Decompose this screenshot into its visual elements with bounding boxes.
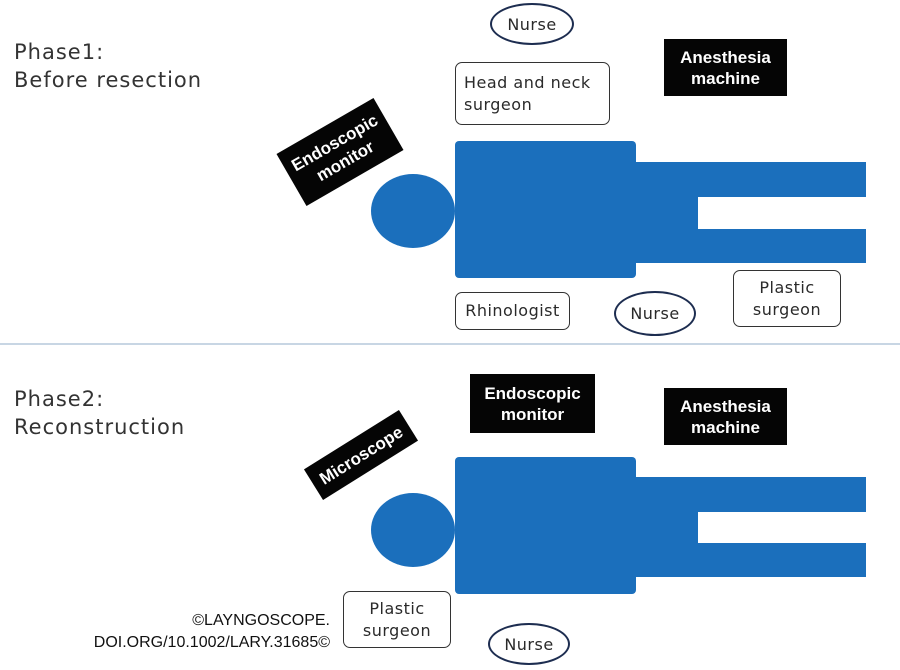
patient-hip [630, 190, 698, 235]
rhinologist-text: Rhinologist [465, 301, 560, 320]
head-neck-surgeon-label: Head and neck surgeon [455, 62, 610, 125]
plastic-surgeon-label: Plastic surgeon [733, 270, 841, 327]
copyright-notice: ©LAYNGOSCOPE. DOI.ORG/10.1002/LARY.31685… [0, 610, 330, 654]
plastic-surgeon-line1: Plastic [369, 598, 425, 618]
nurse-label: Nurse [488, 623, 570, 665]
phase2-panel: Phase2: Reconstruction Endoscopic monito… [0, 345, 900, 670]
rhinologist-label: Rhinologist [455, 292, 570, 330]
anesthesia-machine-box: Anesthesia machine [664, 388, 787, 445]
phase2-title-line1: Phase2: [14, 387, 105, 411]
patient-torso [455, 457, 636, 594]
patient-head [371, 493, 455, 567]
plastic-surgeon-line2: surgeon [362, 620, 432, 640]
phase2-title: Phase2: Reconstruction [14, 385, 185, 441]
phase1-title-line2: Before resection [14, 68, 203, 92]
copyright-line1: ©LAYNGOSCOPE. [192, 612, 330, 629]
phase2-title-line2: Reconstruction [14, 415, 186, 439]
head-neck-surgeon-line2: surgeon [464, 94, 533, 114]
endoscopic-monitor-box: Endoscopic monitor [470, 374, 595, 433]
anesthesia-machine-line2: machine [691, 68, 760, 88]
phase1-panel: Phase1: Before resection Nurse Head and … [14, 3, 866, 336]
anesthesia-machine-line1: Anesthesia [680, 396, 771, 416]
plastic-surgeon-label: Plastic surgeon [343, 591, 451, 648]
phase1-title-line1: Phase1: [14, 40, 105, 64]
anesthesia-machine-line2: machine [691, 417, 760, 437]
anesthesia-machine-line1: Anesthesia [680, 47, 771, 67]
microscope-box: Microscope [303, 410, 419, 500]
patient-torso [455, 141, 636, 278]
endoscopic-monitor-line2: monitor [500, 404, 565, 424]
plastic-surgeon-line2: surgeon [752, 299, 822, 319]
nurse-top-text: Nurse [507, 14, 557, 34]
nurse-text: Nurse [504, 634, 554, 654]
nurse-bottom-text: Nurse [630, 304, 680, 323]
microscope-text: Microscope [315, 421, 407, 489]
patient-head [371, 174, 455, 248]
patient-hip [630, 505, 698, 550]
head-neck-surgeon-line1: Head and neck [464, 72, 591, 92]
phase1-title: Phase1: Before resection [14, 38, 202, 94]
anesthesia-machine-box: Anesthesia machine [664, 39, 787, 96]
copyright-line2: DOI.ORG/10.1002/LARY.31685© [93, 634, 330, 651]
plastic-surgeon-line1: Plastic [759, 277, 815, 297]
nurse-bottom-label: Nurse [614, 291, 696, 336]
endoscopic-monitor-line1: Endoscopic [484, 383, 581, 403]
nurse-top-label: Nurse [490, 3, 574, 45]
phase-divider [0, 343, 900, 345]
